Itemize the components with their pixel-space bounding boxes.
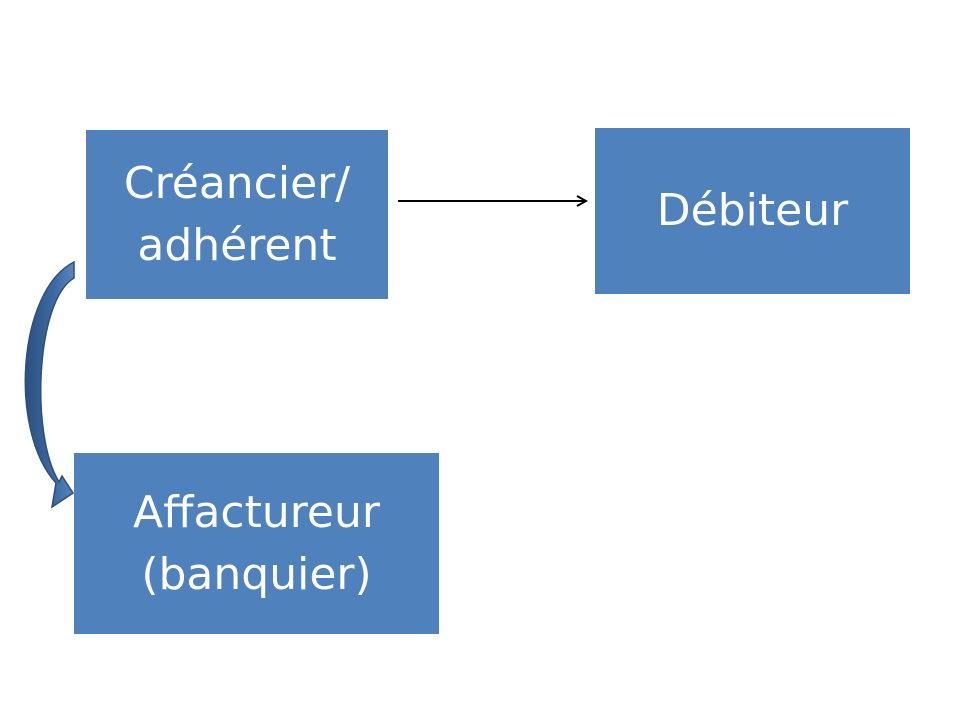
node-affactureur: Affactureur (banquier): [74, 453, 439, 634]
node-affactureur-line1: Affactureur: [133, 486, 380, 538]
curved-arrow-creancier-to-affactureur: [24, 260, 75, 509]
node-creancier-line1: Créancier/: [123, 157, 351, 209]
node-creancier-line2: adhérent: [137, 219, 337, 271]
node-debiteur-label: Débiteur: [656, 185, 849, 236]
node-affactureur-line2: (banquier): [141, 548, 372, 600]
node-creancier: Créancier/ adhérent: [86, 130, 388, 299]
node-debiteur: Débiteur: [595, 128, 910, 294]
